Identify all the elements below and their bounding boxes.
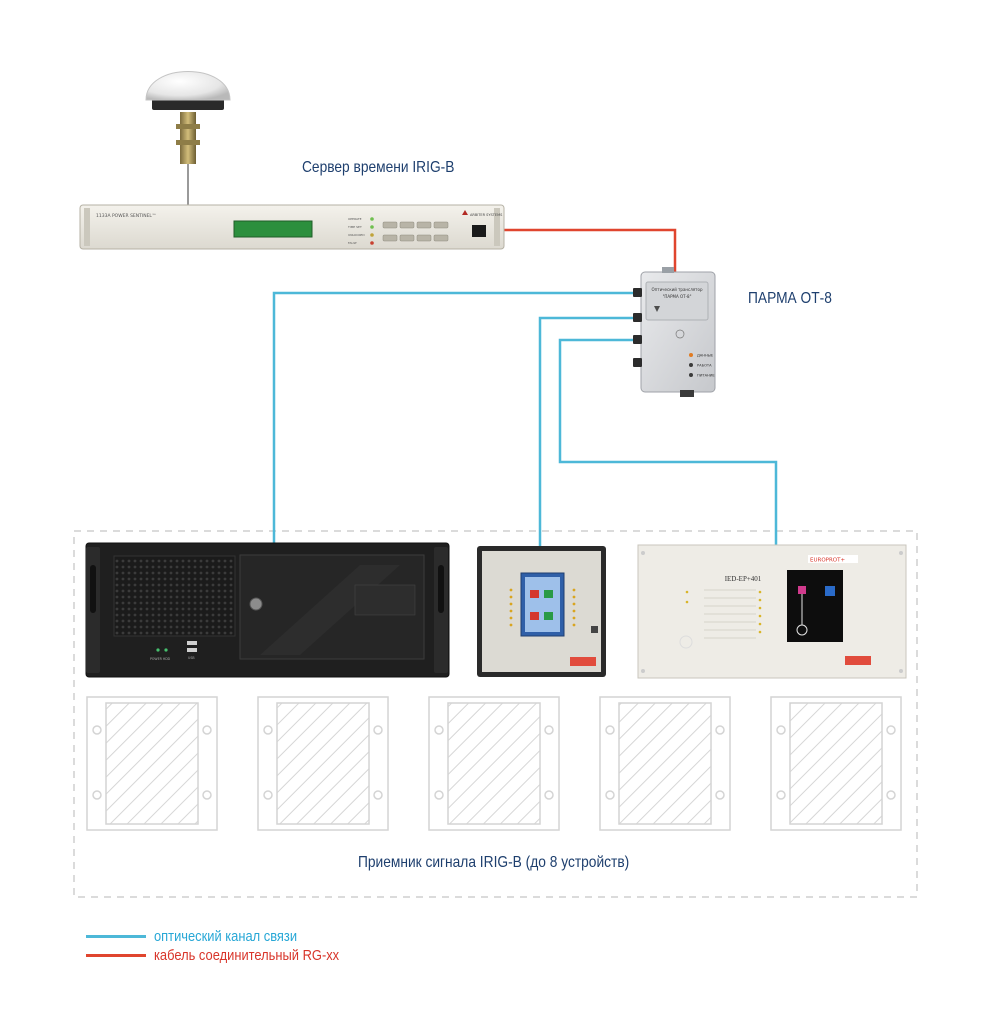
relay2-brand-box [808,555,858,563]
receiver-group-label: Приемник сигнала IRIG-B (до 8 устройств) [358,854,630,871]
industrial-pc-device: POWER HDD USB [85,542,450,678]
server-brand-text: ARBITER SYSTEMS [470,213,503,217]
relay-ied-ep401: IED-EP+401 EUROPROT+ [637,544,907,679]
pc-power-label: POWER HDD [150,657,171,661]
relay2-screen [787,570,843,642]
svg-text:USB: USB [188,656,195,660]
optical-link-relay-2 [558,338,778,548]
legend-coax-swatch [86,953,146,957]
svg-text:ДАННЫЕ: ДАННЫЕ [697,354,714,358]
svg-text:РАБОТА: РАБОТА [697,364,712,368]
time-server-device: 1133A POWER SENTINEL™ OPERATE TIME SET U… [79,204,505,250]
server-display [233,220,313,238]
coax-cable [503,228,677,272]
relay-terminal-1 [477,546,606,677]
receiver-group-frame [73,530,918,898]
parma-logo [654,306,660,312]
server-keypad [382,221,449,242]
empty-device-slots [86,696,902,831]
optical-cables [272,291,778,548]
svg-text:UNLOCKED: UNLOCKED [348,233,365,237]
arbiter-logo [462,210,468,215]
server-led-group: OPERATE TIME SET UNLOCKED FAULT [347,217,374,245]
server-model-text: 1133A POWER SENTINEL™ [96,213,156,219]
empty-slot-4 [599,696,731,831]
empty-slot-1 [86,696,218,831]
time-server-label: Сервер времени IRIG-B [302,159,455,176]
legend-optical: оптический канал связи [86,927,320,945]
pc-lock-icon [249,597,263,611]
parma-panel-title: Оптический транслятор [651,287,702,292]
empty-slot-5 [770,696,902,831]
server-serial-port [472,225,486,237]
svg-text:ПИТАНИЕ: ПИТАНИЕ [697,374,715,378]
gps-antenna [145,71,231,208]
svg-text:FAULT: FAULT [348,241,357,245]
empty-slot-2 [257,696,389,831]
pc-usb-ports [187,641,197,645]
parma-ot8-device: Оптический транслятор "ПАРМА ОТ-8" ДАННЫ… [633,267,716,397]
empty-slot-3 [428,696,560,831]
optical-link-pc [272,291,636,545]
svg-text:OPERATE: OPERATE [348,217,362,221]
optical-link-relay-1 [538,316,636,548]
pc-vent-grille [113,555,236,637]
parma-optical-ports [633,288,642,367]
legend-coax-text: кабель соединительный RG-xx [154,946,340,964]
parma-panel-model: "ПАРМА ОТ-8" [663,294,692,299]
parma-label: ПАРМА ОТ-8 [748,290,832,307]
legend-coax: кабель соединительный RG-xx [86,946,369,964]
svg-text:EUROPROT+: EUROPROT+ [810,558,845,564]
legend-optical-swatch [86,934,146,938]
legend-optical-text: оптический канал связи [154,927,298,945]
svg-text:TIME SET: TIME SET [347,225,362,229]
relay2-model: IED-EP+401 [725,575,762,583]
